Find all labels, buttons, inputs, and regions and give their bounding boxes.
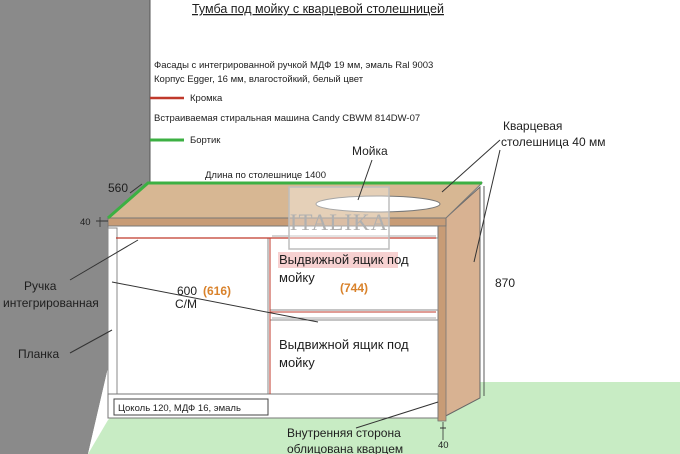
countertop-front: [107, 217, 447, 227]
washer-abbr: С/М: [175, 297, 197, 311]
sink-bowl: [315, 195, 441, 213]
plank-leader: [69, 329, 113, 354]
quartz-leader-2: [473, 149, 501, 263]
washer-width: 600: [177, 284, 197, 298]
inner-leader: [355, 401, 439, 429]
sink-leader: [357, 159, 373, 201]
handle-label-2: интегрированная: [3, 296, 99, 310]
drawer2-label-1: Выдвижной ящик под: [279, 337, 409, 352]
handle-leader-1: [69, 239, 139, 281]
plinth-label: Цоколь 120, МДФ 16, эмаль: [118, 403, 241, 414]
washer-facade: [115, 237, 269, 395]
handle-label-1: Ручка: [24, 279, 57, 293]
legend-body: Корпус Egger, 16 мм, влагостойкий, белый…: [154, 74, 364, 85]
legend-facade: Фасады с интегрированной ручкой МДФ 19 м…: [154, 60, 433, 71]
sink-label: Мойка: [352, 144, 388, 158]
drawer1-size: (744): [340, 281, 368, 295]
drawer1-label-2: мойку: [279, 270, 315, 285]
drawer-1: [269, 237, 439, 311]
washer-width-alt: (616): [203, 284, 231, 298]
inner-label-1: Внутренняя сторона: [287, 426, 401, 440]
inner-quartz-strip: [437, 225, 447, 422]
legend-splash-label: Бортик: [190, 135, 221, 146]
logo: ITALIKA: [290, 210, 388, 235]
plank-label: Планка: [18, 347, 59, 361]
height-label: 870: [495, 276, 515, 290]
drawer2-label-2: мойку: [279, 355, 315, 370]
drawer1-label-1: Выдвижной ящик под: [279, 252, 409, 267]
depth-label: 560: [108, 181, 128, 195]
quartz-label-2: столешница 40 мм: [501, 135, 605, 149]
legend-washer: Встраиваемая стиральная машина Candy CBW…: [154, 113, 420, 124]
quartz-label-1: Кварцевая: [503, 119, 562, 133]
inner-label-2: облицована кварцем: [287, 442, 403, 454]
page-title: Тумба под мойку с кварцевой столешницей: [192, 2, 444, 16]
logo-frame: [288, 186, 390, 250]
bottom-thickness-label: 40: [438, 440, 449, 451]
legend-edge-label: Кромка: [190, 93, 223, 104]
quartz-leader-1: [441, 139, 501, 193]
plinth-label-box: [113, 398, 269, 416]
depth-leader: [129, 183, 143, 194]
top-thickness-label: 40: [80, 217, 91, 228]
handle-leader-2: [111, 281, 319, 323]
length-label: Длина по столешнице 1400: [205, 170, 326, 181]
drawer1-highlight: [278, 252, 398, 268]
splash-border: [107, 181, 482, 220]
